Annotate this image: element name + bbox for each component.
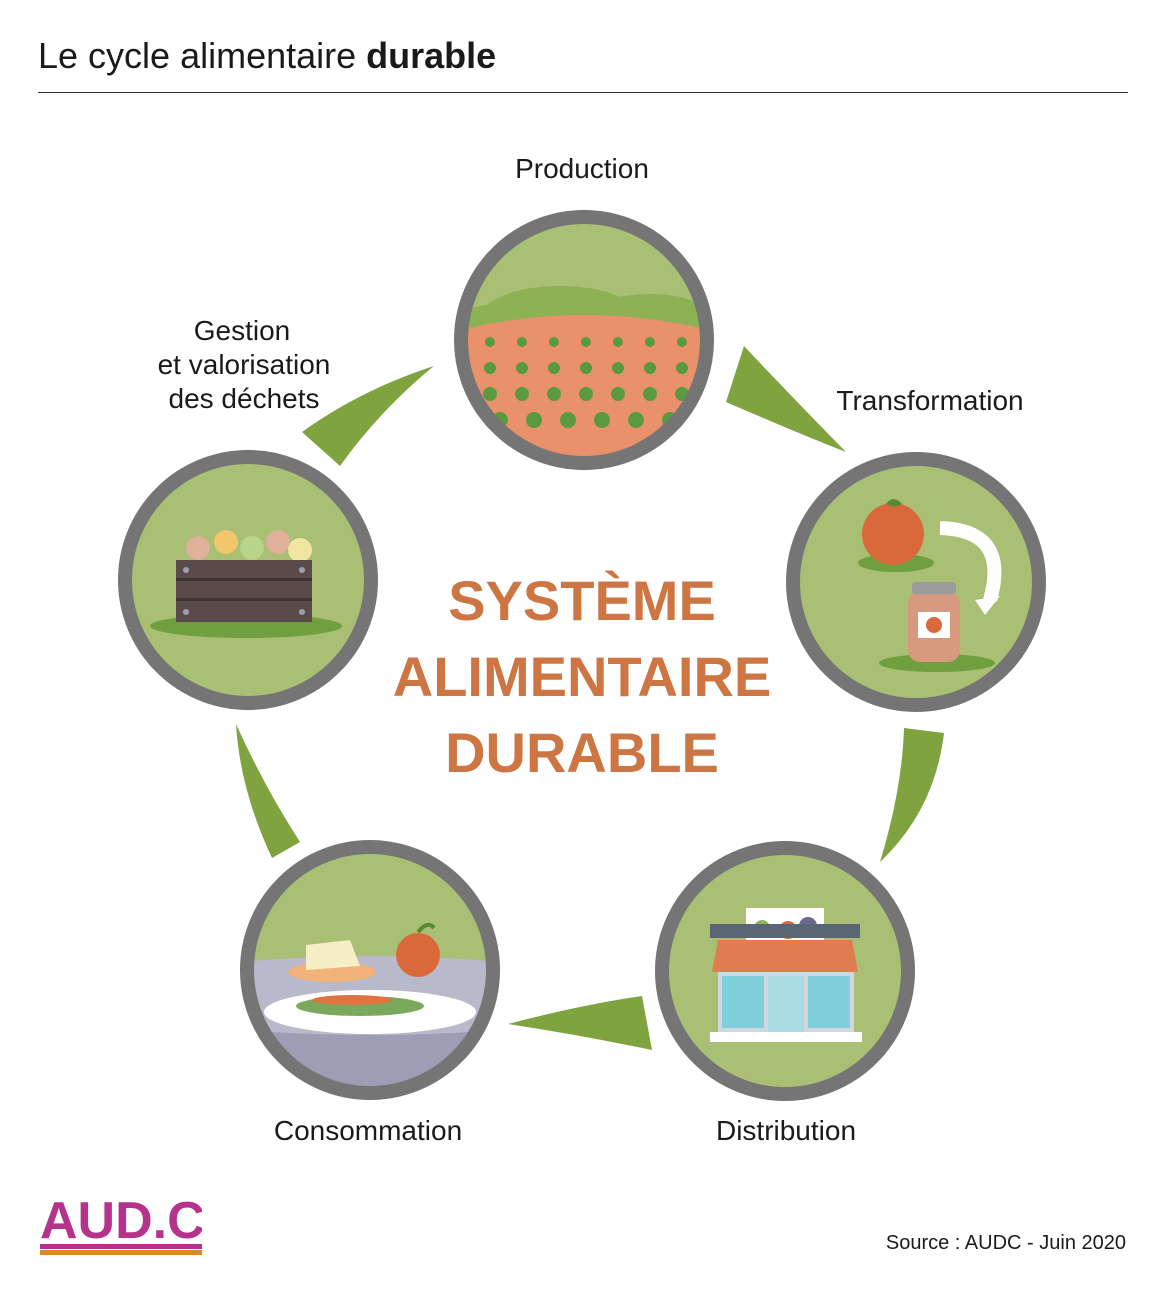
dechets-circle [118,450,378,710]
transformation-illustration [858,499,1002,672]
arrow-production-to-transformation [726,346,846,452]
label-consommation: Consommation [274,1115,462,1146]
center-title-line1: SYSTÈME [448,569,716,632]
arrow-dechets-to-production [302,366,434,466]
crate-icon [176,560,312,622]
tomato-icon [862,503,924,565]
center-title-line2: ALIMENTAIRE [393,645,772,708]
cheese-icon [306,940,360,970]
arrow-distribution-to-consommation [508,996,652,1050]
meal-illustration [253,922,487,1087]
arrow-transformation-to-distribution [880,728,944,862]
consommation-circle [240,840,500,1100]
apple-icon [396,933,440,977]
label-transformation: Transformation [836,385,1023,416]
cycle-arrows [236,346,944,1050]
transformation-circle [786,452,1046,712]
audc-logo: AUD.C [40,1192,202,1255]
page-title: Le cycle alimentaire durable [38,38,496,74]
title-divider [38,92,1128,93]
page-title-bold: durable [366,35,497,76]
field-illustration [467,286,701,457]
distribution-circle [655,841,915,1101]
label-production: Production [515,153,649,184]
page-title-regular: Le cycle alimentaire [38,35,357,76]
label-dechets-line2: et valorisation [158,349,331,380]
logo-text: AUD.C [40,1192,202,1250]
shop-illustration [710,908,862,1042]
arrow-consommation-to-dechets [236,724,300,858]
source-note: Source : AUDC - Juin 2020 [885,1232,1126,1254]
label-dechets-line3: des déchets [169,383,320,414]
production-circle [454,210,714,470]
label-distribution: Distribution [716,1115,856,1146]
center-title-line3: DURABLE [445,721,719,784]
label-dechets-line1: Gestion [194,315,291,346]
compost-illustration [150,530,342,638]
arrow-icon [939,521,1002,602]
